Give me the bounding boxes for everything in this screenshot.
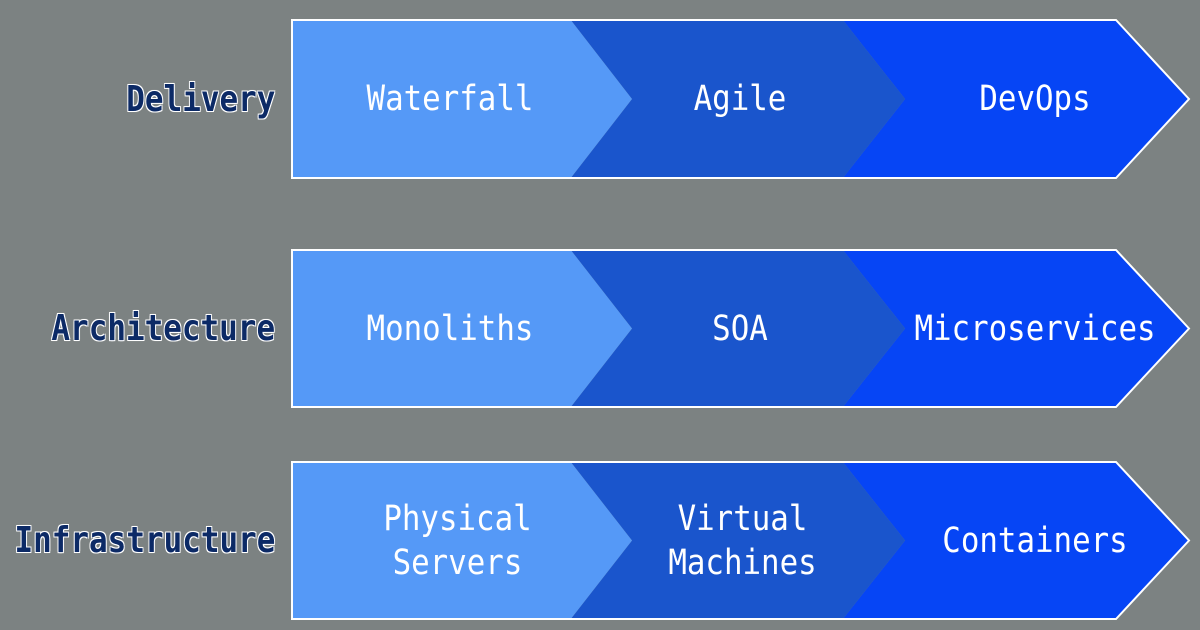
stage-2-segment <box>570 461 905 620</box>
stage-3-segment <box>842 461 1190 620</box>
stage-1-segment <box>292 19 632 179</box>
stage-label: Physical Servers <box>383 498 532 583</box>
row-label: Infrastructure <box>14 520 275 561</box>
chevron-arrow <box>291 461 1191 620</box>
stage-label: Virtual Machines <box>668 498 817 583</box>
stage-1-segment <box>292 461 632 620</box>
stage-1-segment <box>292 249 632 408</box>
stage-label: Microservices <box>914 308 1156 349</box>
chevron-arrow <box>291 19 1191 179</box>
row-infrastructure: Infrastructure Physical Servers Virtual … <box>0 461 1200 620</box>
stage-label: DevOps <box>979 79 1091 119</box>
arrow-outline <box>291 19 1191 179</box>
row-delivery: Delivery Waterfall Agile DevOps <box>0 19 1200 179</box>
row-label: Architecture <box>51 308 275 349</box>
arrow-outline <box>291 461 1191 620</box>
stage-label: Agile <box>693 79 787 119</box>
arrow-outline <box>291 249 1191 408</box>
stage-3-segment <box>842 19 1190 179</box>
stage-label: Containers <box>942 520 1128 561</box>
chevron-arrow <box>291 249 1191 408</box>
stage-label: Waterfall <box>366 79 534 119</box>
row-architecture: Architecture Monoliths SOA Microservices <box>0 249 1200 408</box>
row-label: Delivery <box>125 78 275 120</box>
stage-3-segment <box>842 249 1190 408</box>
stage-label: SOA <box>712 308 768 349</box>
stage-2-segment <box>570 249 905 408</box>
stage-label: Monoliths <box>366 308 534 349</box>
stage-2-segment <box>570 19 905 179</box>
